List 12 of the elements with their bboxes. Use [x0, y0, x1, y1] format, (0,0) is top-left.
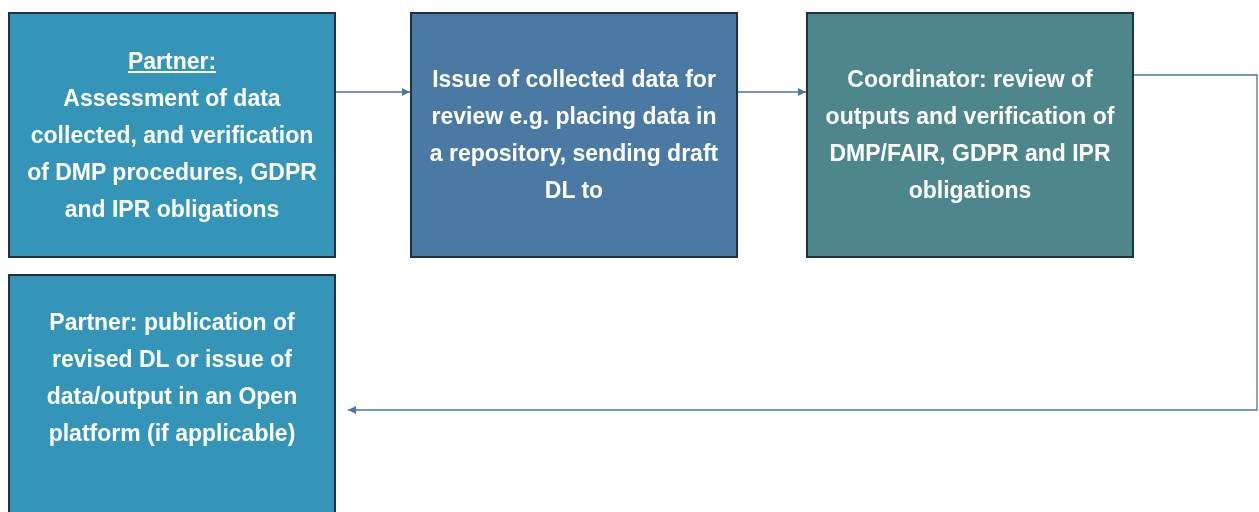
process-box [8, 274, 336, 512]
arrow [335, 88, 411, 96]
box-text: Partner: publication of revised DL or issue of data/output in an Open platform (if applicable) [45, 308, 299, 448]
box-text: Assessment of data collected, and verification of DMP procedures, GDPR and IPR obligations [26, 83, 318, 224]
arrow [737, 88, 807, 96]
box-text: Issue of collected data for review e.g. placing data in a repository, sending draft DL to [428, 65, 720, 205]
arrow [347, 74, 1258, 414]
process-box [8, 12, 336, 258]
box-heading: Partner: [127, 46, 217, 76]
process-box [410, 12, 738, 258]
process-box [806, 12, 1134, 258]
box-text: Coordinator: review of outputs and verification of DMP/FAIR, GDPR and IPR obligations [824, 65, 1116, 205]
